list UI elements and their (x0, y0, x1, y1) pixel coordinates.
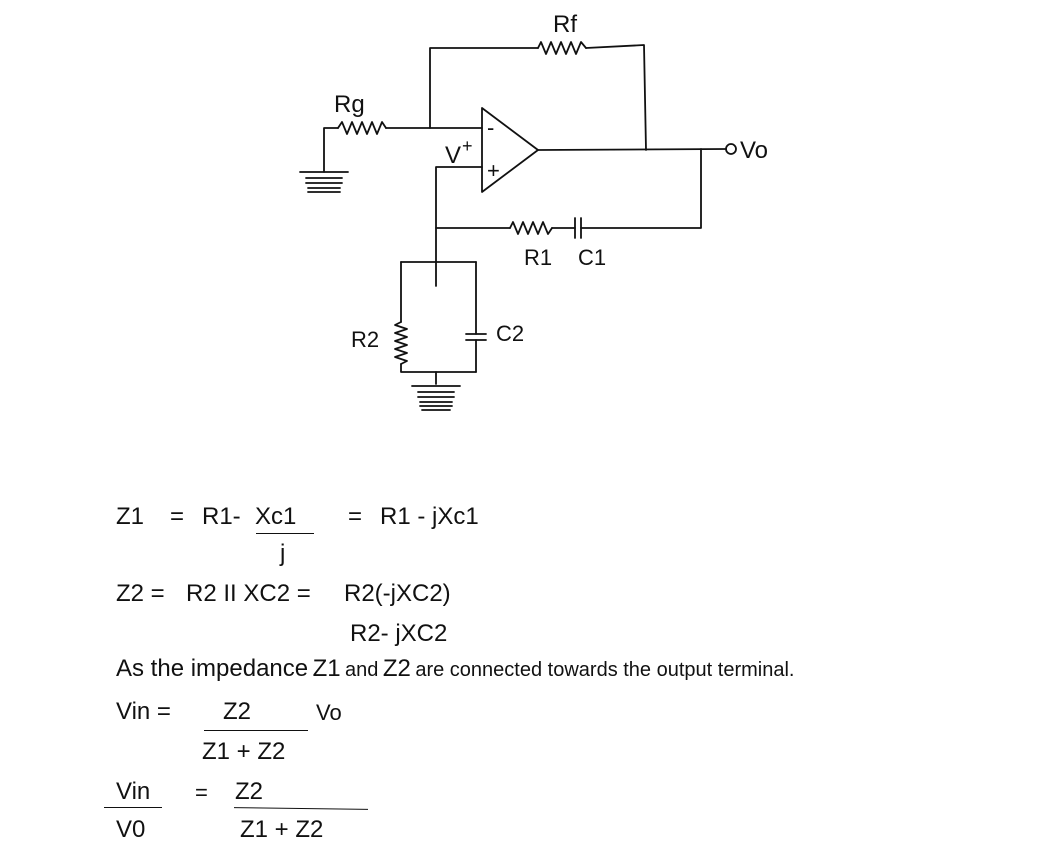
ratio-right-denominator: Z1 + Z2 (240, 816, 324, 843)
vin-denominator: Z1 + Z2 (202, 738, 286, 765)
noninverting-input-wire (435, 166, 483, 287)
z1-equals-2: = (348, 503, 363, 530)
z2-denominator: R2- jXC2 (350, 620, 448, 647)
ratio-right-bar (233, 807, 369, 810)
statement-part-3: are connected towards the output termina… (415, 659, 795, 681)
z2-lhs: Z2 = (116, 580, 165, 607)
ratio-equals: = (195, 780, 208, 805)
vin-factor: Vo (316, 700, 342, 725)
r1-label: R1 (524, 245, 552, 270)
op-amp-circuit: Rf Rg - + V + Vo R1 C1 R2 C2 (299, 11, 768, 411)
rg-resistor (337, 121, 387, 135)
statement-z1: Z1 (312, 655, 341, 682)
z1-denominator: j (280, 540, 286, 567)
c1-wire-b (580, 148, 702, 229)
statement-part-1: As the impedance (116, 655, 309, 682)
rf-resistor (537, 41, 587, 55)
statement-part-2: and (345, 659, 379, 681)
vplus-superscript: + (462, 136, 473, 156)
z1-r1-part: R1- (202, 503, 241, 530)
rg-ground-wire (323, 127, 339, 173)
vplus-label: V (445, 142, 461, 169)
rg-label: Rg (334, 91, 365, 118)
impedance-statement: As the impedance Z1 and Z2 are connected… (116, 657, 794, 681)
vin-lhs: Vin = (116, 698, 171, 725)
vin-numerator: Z2 (223, 698, 252, 725)
feedback-wire-right (585, 44, 647, 151)
z1-lhs: Z1 (116, 503, 145, 530)
r2-label: R2 (351, 327, 379, 352)
rf-label: Rf (553, 11, 577, 38)
minus-sign: - (487, 115, 494, 140)
z1-fraction-bar (256, 533, 314, 534)
c2-label: C2 (496, 321, 524, 346)
c1-label: C1 (578, 245, 606, 270)
z1-numerator: Xc1 (255, 503, 297, 530)
output-terminal (725, 143, 737, 155)
feedback-wire (429, 47, 539, 129)
output-wire (537, 148, 727, 151)
ratio-left-numerator: Vin (116, 778, 151, 805)
r2-bottom-wire (400, 363, 477, 373)
ratio-right-numerator: Z2 (235, 778, 264, 805)
plus-sign: + (487, 158, 500, 183)
z2-numerator: R2(-jXC2) (344, 580, 451, 607)
z1-rhs: R1 - jXc1 (380, 503, 479, 530)
ratio-left-bar (104, 807, 162, 808)
vin-fraction-bar (204, 730, 308, 731)
z1-equals: = (170, 503, 185, 530)
r1-resistor (509, 221, 553, 235)
ground-symbol-bottom (411, 385, 461, 411)
op-amp-triangle (481, 107, 539, 193)
statement-z2: Z2 (382, 655, 411, 682)
z2-parallel: R2 II XC2 = (186, 580, 311, 607)
r2-resistor (394, 321, 408, 365)
ground-symbol-left (299, 171, 349, 193)
ratio-left-denominator: V0 (116, 816, 146, 843)
vo-label: Vo (740, 137, 768, 164)
